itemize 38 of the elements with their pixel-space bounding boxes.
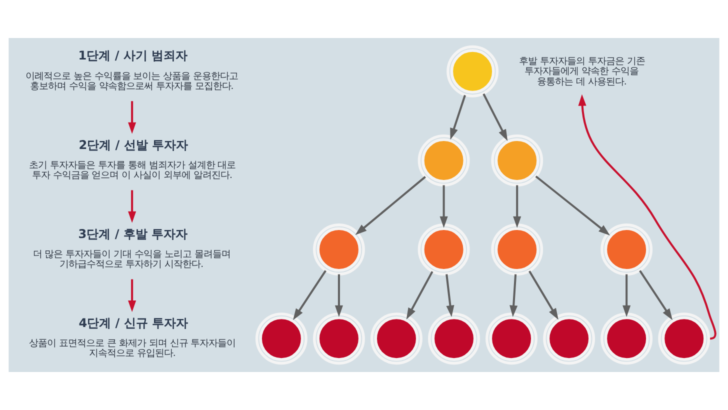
- node-circle: [491, 224, 544, 276]
- arrow: [440, 185, 448, 228]
- node-circle: [600, 224, 653, 276]
- node-text: 2단계 / 선발 투자자 초기 투자자들은 투자를 통해 범죄자가 설계한 대로 투자 수익금을 얻으며 이 사실이 외부에 알려진다.: [29, 138, 236, 182]
- node-text: 4단계 / 신규 투자자 상품이 표면적으로 큰 화제가 되며 신규 투자자들이 지속적으로 유입된다.: [29, 316, 236, 360]
- arrow: [355, 176, 426, 236]
- node-text: 1단계 / 사기 범죄자 이례적으로 높은 수익률을 보이는 상품을 운용한다고 홍보하며 수익을 약속함으로써 투자자를 모집한다.: [25, 48, 238, 92]
- arrow: [128, 279, 136, 312]
- node-circle: [255, 312, 308, 365]
- node-text: 후발 투자자들의 투자금은 기존 투자자들에게 약속한 수익을 융통하는 데 사용된다.: [518, 56, 645, 88]
- arrow: [128, 190, 136, 223]
- node-circle: [658, 312, 710, 365]
- node-circle: [543, 312, 596, 365]
- arrow: [482, 93, 508, 141]
- arrow: [622, 274, 631, 317]
- arrow: [639, 270, 673, 320]
- arrow: [450, 94, 466, 140]
- arrow: [293, 270, 326, 320]
- arrow: [535, 176, 610, 236]
- node-circle: [312, 312, 365, 365]
- node-circle: [491, 134, 544, 186]
- node-circle: [418, 134, 470, 186]
- arrow: [528, 270, 558, 320]
- node-text: 3단계 / 후발 투자자 더 많은 투자자들이 기대 수익을 노리고 몰려들며 기하급수적으로 투자하기 시작한다.: [32, 226, 230, 270]
- node-circle: [486, 312, 538, 365]
- arrow: [334, 274, 343, 317]
- arrow: [510, 274, 518, 317]
- node-circle: [446, 45, 499, 98]
- node-circle: [370, 312, 422, 365]
- arrow: [578, 94, 716, 340]
- node-circle: [418, 224, 470, 276]
- arrow: [128, 101, 136, 134]
- node-circle: [428, 312, 480, 365]
- arrow: [513, 185, 522, 228]
- arrow: [446, 274, 454, 317]
- arrow: [406, 271, 434, 320]
- node-circle: [600, 312, 653, 365]
- node-circle: [312, 224, 365, 276]
